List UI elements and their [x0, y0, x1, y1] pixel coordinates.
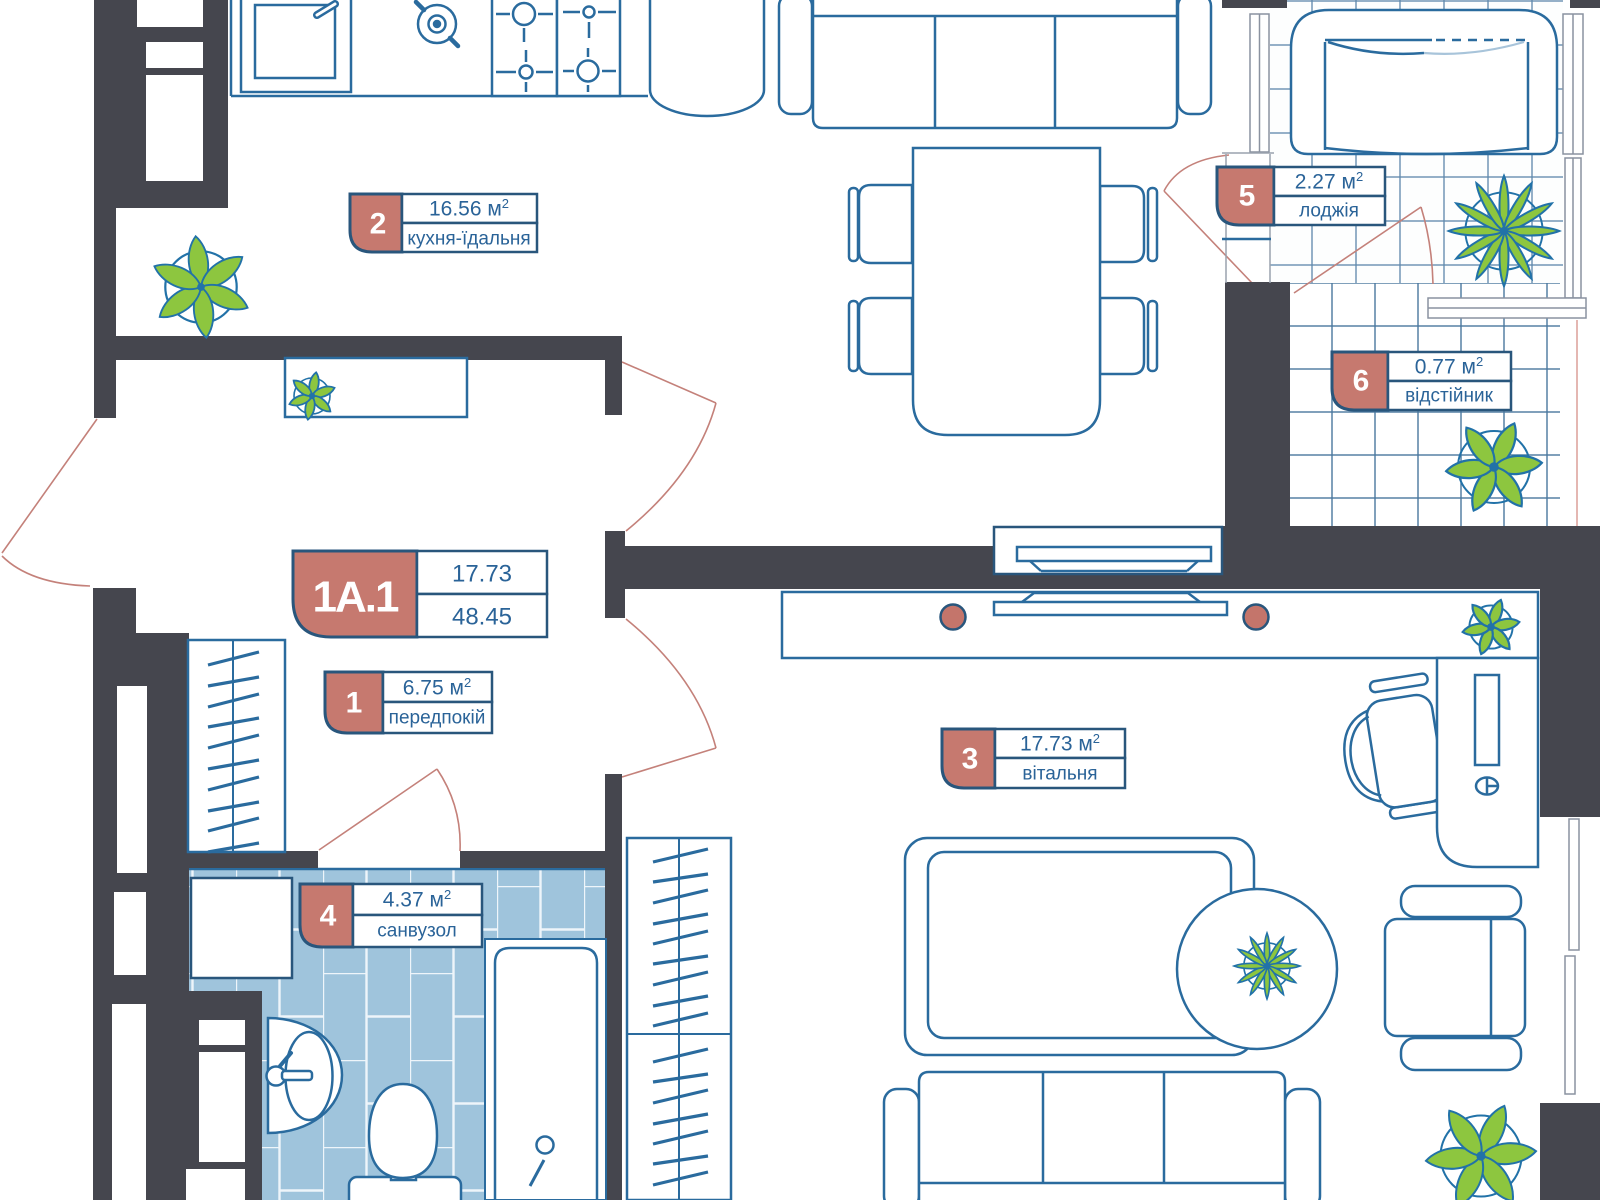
- svg-text:17.73 м2: 17.73 м2: [1020, 731, 1100, 756]
- svg-text:2.27 м2: 2.27 м2: [1295, 169, 1363, 194]
- svg-text:4.37 м2: 4.37 м2: [383, 887, 451, 912]
- svg-text:лоджія: лоджія: [1299, 201, 1359, 222]
- svg-text:6.75 м2: 6.75 м2: [403, 675, 471, 700]
- svg-text:4: 4: [320, 900, 337, 933]
- svg-text:відстійник: відстійник: [1405, 386, 1494, 407]
- svg-text:48.45: 48.45: [452, 604, 512, 631]
- svg-text:5: 5: [1239, 180, 1256, 213]
- svg-text:16.56 м2: 16.56 м2: [429, 196, 509, 221]
- svg-text:2: 2: [370, 208, 387, 241]
- svg-text:1: 1: [346, 687, 363, 720]
- svg-text:0.77 м2: 0.77 м2: [1415, 354, 1483, 379]
- svg-text:санвузол: санвузол: [377, 921, 456, 942]
- svg-text:6: 6: [1353, 365, 1370, 398]
- svg-text:вітальня: вітальня: [1022, 764, 1097, 785]
- svg-text:кухня-їдальня: кухня-їдальня: [407, 229, 530, 250]
- svg-text:1A.1: 1A.1: [313, 573, 399, 622]
- svg-text:3: 3: [962, 743, 979, 776]
- svg-text:передпокій: передпокій: [389, 708, 486, 729]
- svg-text:17.73: 17.73: [452, 561, 512, 588]
